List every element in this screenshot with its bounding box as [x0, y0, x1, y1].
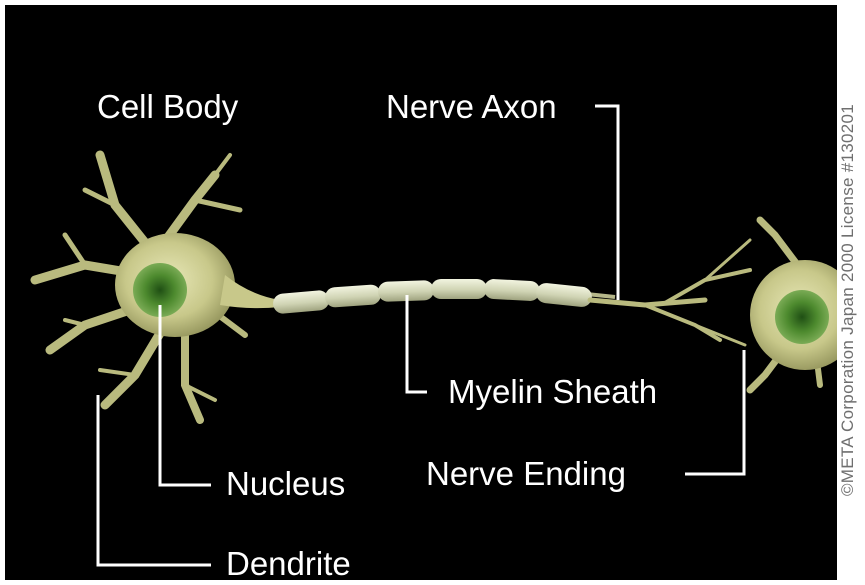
neuron-diagram: Cell Body Nerve Axon Myelin Sheath Nucle…	[5, 5, 837, 580]
right-nucleus	[775, 290, 829, 344]
nerve-ending-branches	[590, 240, 750, 345]
leader-lines	[98, 106, 744, 565]
nerve-ending-leader	[685, 350, 744, 474]
axon-hillock	[220, 275, 280, 308]
nerve-axon-leader	[595, 106, 618, 300]
myelin-sheath-leader	[407, 295, 427, 392]
nerve-axon-label: Nerve Axon	[386, 87, 557, 127]
copyright-notice: ©META Corporation Japan 2000 License #13…	[838, 104, 858, 496]
cell-body-label: Cell Body	[97, 87, 238, 127]
dendrite-leader	[98, 395, 211, 565]
nerve-ending-label: Nerve Ending	[426, 454, 626, 494]
nucleus-label: Nucleus	[226, 464, 345, 504]
dendrite-label: Dendrite	[226, 544, 351, 580]
myelin-segments	[272, 279, 593, 315]
myelin-sheath-label: Myelin Sheath	[448, 372, 657, 412]
